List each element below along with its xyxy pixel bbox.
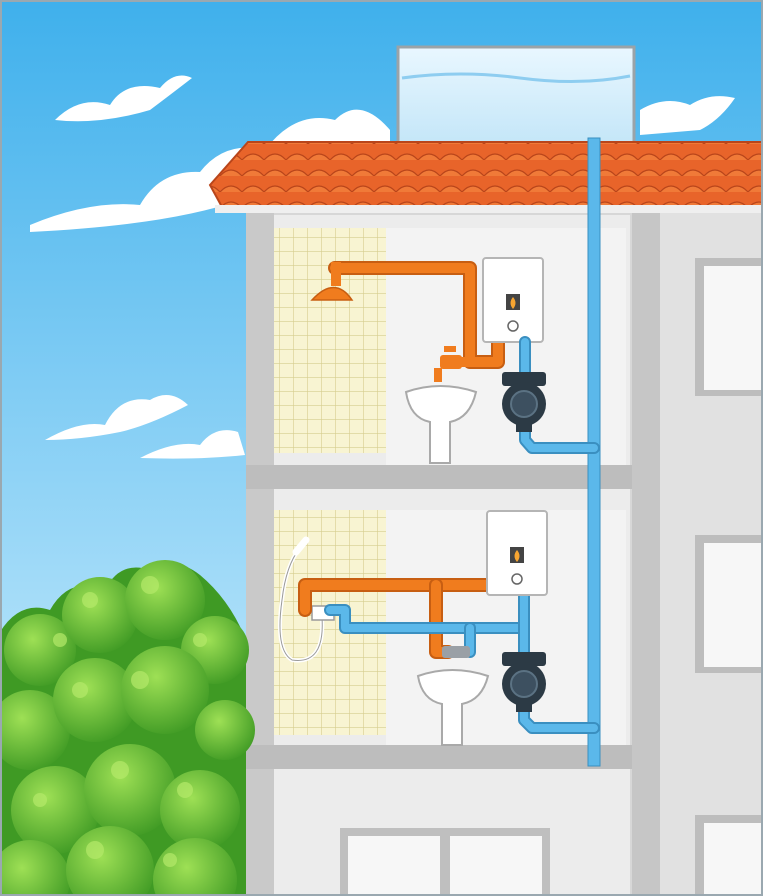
side-windows [695, 258, 763, 896]
faucet-icon [434, 346, 462, 382]
ground-window [340, 828, 550, 896]
lower-circulation-pump-icon [502, 652, 546, 712]
lower-flame-icon [514, 550, 520, 562]
hand-shower-icon [278, 536, 325, 663]
trees [0, 560, 255, 896]
circulation-pump-icon [502, 372, 546, 432]
roof [208, 141, 763, 213]
lower-faucet-icon [442, 646, 470, 658]
lower-sink-icon [416, 669, 490, 746]
sink-icon [404, 385, 478, 464]
water-heater-icon [482, 257, 544, 343]
flame-icon [510, 297, 516, 309]
lower-water-heater-icon [486, 510, 548, 596]
clouds [30, 75, 735, 459]
shower-head-icon [310, 262, 354, 301]
